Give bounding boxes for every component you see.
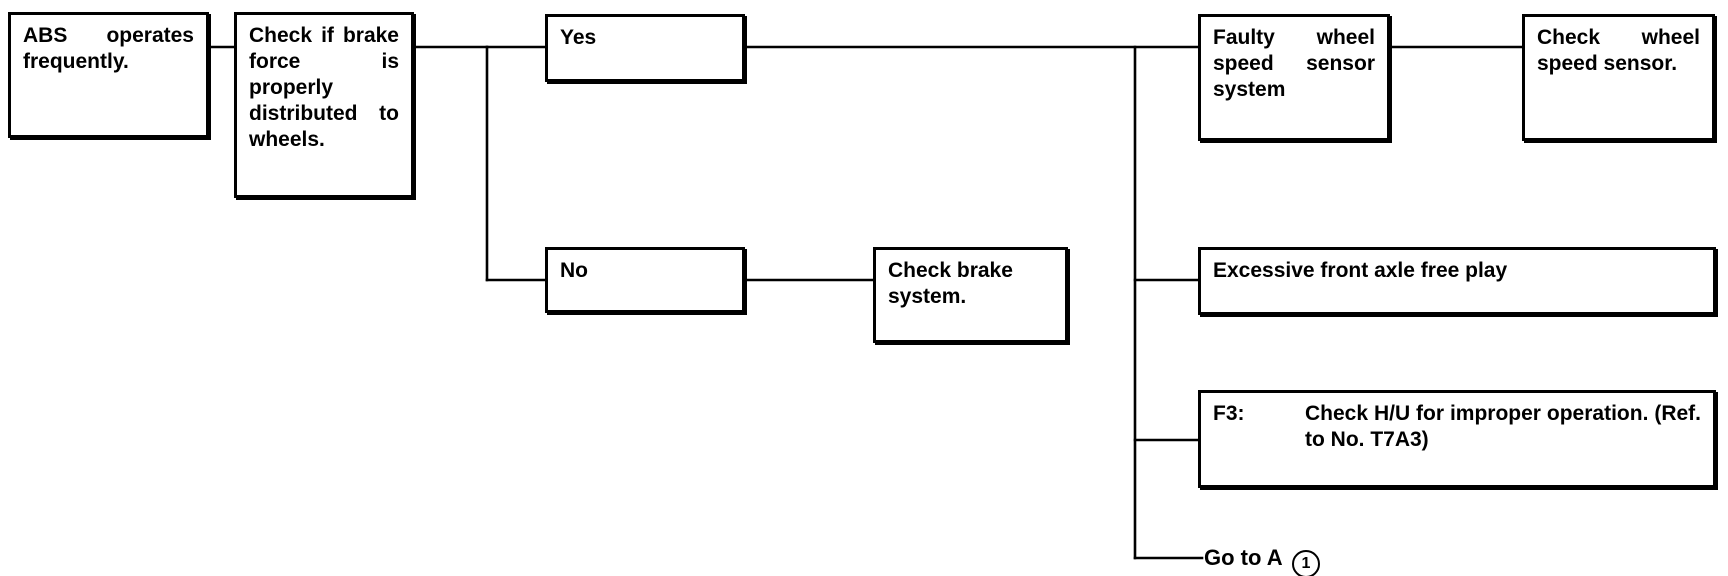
node-f3-code: F3: (1213, 402, 1245, 425)
node-excessive-front-axle-free-play-text: Excessive front axle free play (1213, 259, 1508, 282)
node-abs-operates-frequently: ABS oper­ates fre­quently. (8, 12, 209, 138)
node-f3-row: F3: Check H/U for improper opera­tion. (… (1213, 401, 1701, 453)
node-faulty-wheel-speed-sensor-system-text: Faulty wheel speed sen­sor system (1213, 26, 1375, 101)
node-yes: Yes (545, 14, 745, 82)
node-check-wheel-speed-sensor-text: Check wheel speed sen­sor. (1537, 26, 1700, 75)
goto-a-reference: Go to A 1 (1204, 545, 1320, 576)
node-excessive-front-axle-free-play: Excessive front axle free play (1198, 247, 1716, 315)
node-check-brake-force-distribution: Check if brake force is properly distrib… (234, 12, 414, 198)
circled-number-1: 1 (1291, 550, 1320, 576)
node-f3-check-hu: F3: Check H/U for improper opera­tion. (… (1198, 390, 1716, 488)
node-no-text: No (560, 259, 588, 282)
goto-a-text: Go to A (1204, 545, 1282, 570)
node-check-brake-system-text: Check brake system. (888, 259, 1013, 308)
node-f3-text: Check H/U for improper opera­tion. (Ref.… (1305, 402, 1701, 451)
node-abs-operates-frequently-text: ABS oper­ates fre­quently. (23, 24, 194, 73)
node-check-brake-force-distribution-text: Check if brake force is properly distrib… (249, 24, 399, 151)
node-faulty-wheel-speed-sensor-system: Faulty wheel speed sen­sor system (1198, 14, 1390, 141)
node-no: No (545, 247, 745, 313)
node-check-wheel-speed-sensor: Check wheel speed sen­sor. (1522, 14, 1715, 141)
node-yes-text: Yes (560, 26, 597, 49)
node-check-brake-system: Check brake system. (873, 247, 1068, 343)
